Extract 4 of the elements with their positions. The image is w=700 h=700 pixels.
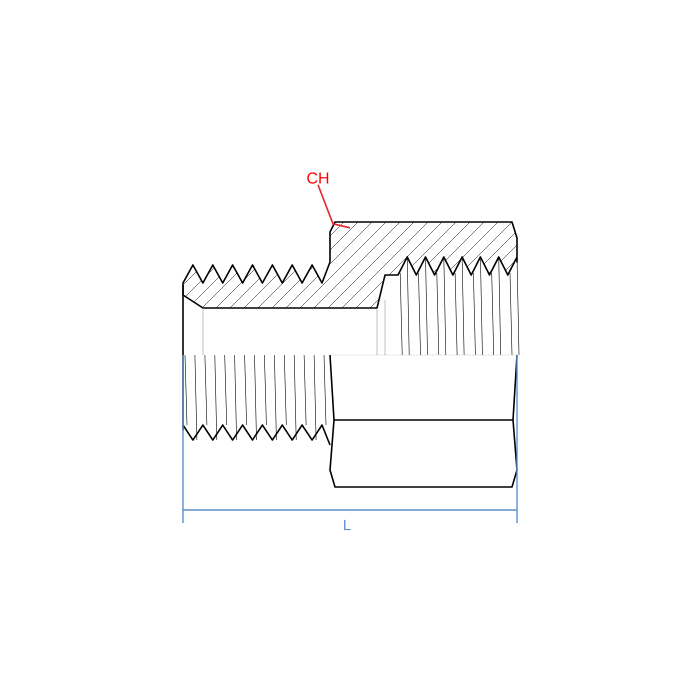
fitting-drawing xyxy=(182,221,520,488)
callout-label: CH xyxy=(307,172,328,184)
dimension-label: L xyxy=(344,520,351,530)
leader-line xyxy=(317,184,350,229)
